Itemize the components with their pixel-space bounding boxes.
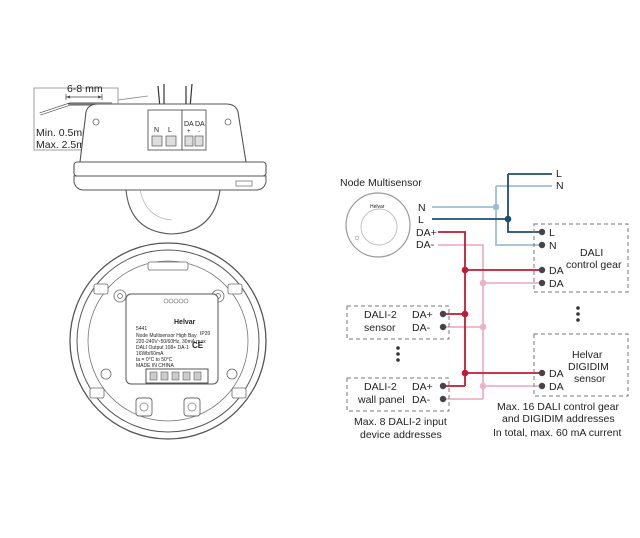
digidim-terminal-da-2: DA [549,381,564,393]
control-gear-terminal-n: N [549,240,557,252]
terminal-polarity-plus: + [187,129,191,135]
note-left-line-1: Max. 8 DALI-2 input [354,416,447,428]
device-terminal-da-plus: DA+ [416,227,437,239]
back-label-code: 5441 [136,326,147,332]
wall-panel-line-1: DALI-2 [364,381,397,393]
note-right-line-3: In total, max. 60 mA current [493,427,621,439]
terminal-label-l: L [168,127,172,134]
dali2-sensor-terminal-minus: DA- [412,322,431,334]
node-multisensor-icon: Helvar [345,192,411,258]
control-gear-subtitle: control gear [566,259,622,271]
wall-panel-terminal-plus: DA+ [412,381,433,393]
wiring-diagram: Node Multisensor Helvar N L DA+ DA- L N [340,168,629,441]
dali2-sensor-line-2: sensor [364,322,396,334]
da-plus-wire [438,231,542,387]
strip-length-label: 6-8 mm [67,83,103,95]
control-gear-terminal-da-1: DA [549,265,564,277]
continuation-dots-left [396,346,400,362]
terminal-label-da-1: DA [184,121,194,128]
note-right-line-2: and DIGIDIM addresses [502,413,615,425]
sensor-back-view: 5441 Helvar Node Multisensor High Bay 22… [69,242,267,440]
back-label-line-3: 16Wb/60mA [136,351,164,357]
live-junction [504,215,512,223]
device-brand: Helvar [370,204,385,210]
continuation-dots-right [576,306,580,322]
wall-panel-line-2: wall panel [357,394,405,406]
control-gear-terminal-l: L [549,227,555,239]
back-label-line-2: DALI Output 108+ DA-1 [136,345,189,351]
back-label-line-1: 220-240V~50/60Hz, 30mA max [136,339,206,345]
digidim-sensor-box: Helvar DIGIDIM sensor DA DA [533,333,629,397]
dali2-sensor-terminal-plus: DA+ [412,309,433,321]
indicator-dots [163,298,189,304]
note-right-line-1: Max. 16 DALI control gear [497,401,619,413]
dali2-sensor-line-1: DALI-2 [364,309,397,321]
device-terminal-l: L [418,214,424,226]
mains-label-n: N [556,180,564,192]
mains-label-l: L [556,168,562,180]
back-label-product: Node Multisensor High Bay [136,333,197,339]
digidim-line-3: sensor [574,373,606,385]
digidim-line-1: Helvar [572,349,603,361]
dali2-wall-panel-box: DALI-2 wall panel DA+ DA- [346,377,450,412]
back-label-line-5: MADE IN CHINA [136,363,174,369]
device-title: Node Multisensor [340,177,422,189]
device-terminal-n: N [418,202,426,214]
terminal-polarity-minus: - [198,129,200,135]
control-gear-terminal-da-2: DA [549,278,564,290]
live-wire [432,173,552,233]
dali-control-gear-box: DALI control gear L N DA DA [533,223,629,293]
dali2-sensor-box: DALI-2 sensor DA+ DA- [346,305,450,340]
back-label-rating: IP20 [200,331,211,337]
back-label-brand: Helvar [174,319,196,326]
sensor-side-view: 6-8 mm Min. 0.5mm² x 1 / Max. 2.5mm² x 1… [33,83,267,235]
wall-panel-terminal-minus: DA- [412,394,431,406]
digidim-line-2: DIGIDIM [568,361,609,373]
note-left-line-2: device addresses [360,429,442,441]
device-terminal-da-minus: DA- [416,239,435,251]
control-gear-title: DALI [580,247,603,259]
digidim-terminal-da-1: DA [549,368,564,380]
ce-mark: CE [192,341,204,350]
da-minus-wire [438,244,542,400]
back-label-line-4: ta = 0°C to 50°C [136,357,173,363]
terminal-label-da-2: DA [195,121,205,128]
terminal-label-n: N [154,127,159,134]
neutral-junction [492,203,500,211]
